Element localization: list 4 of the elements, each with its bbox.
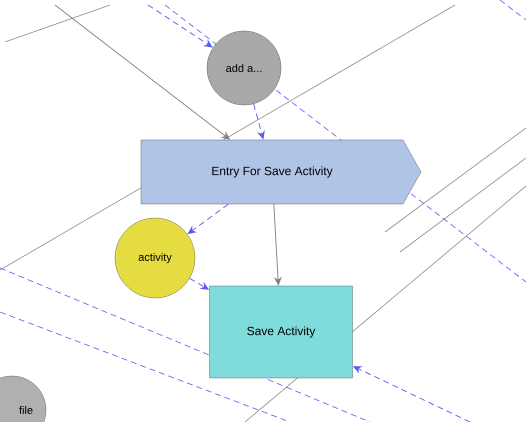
- circle-node: activity: [114, 218, 196, 298]
- circle-node: add a...: [206, 30, 282, 106]
- process-box: Save Activity: [209, 286, 353, 378]
- circle-node: file: [0, 376, 46, 422]
